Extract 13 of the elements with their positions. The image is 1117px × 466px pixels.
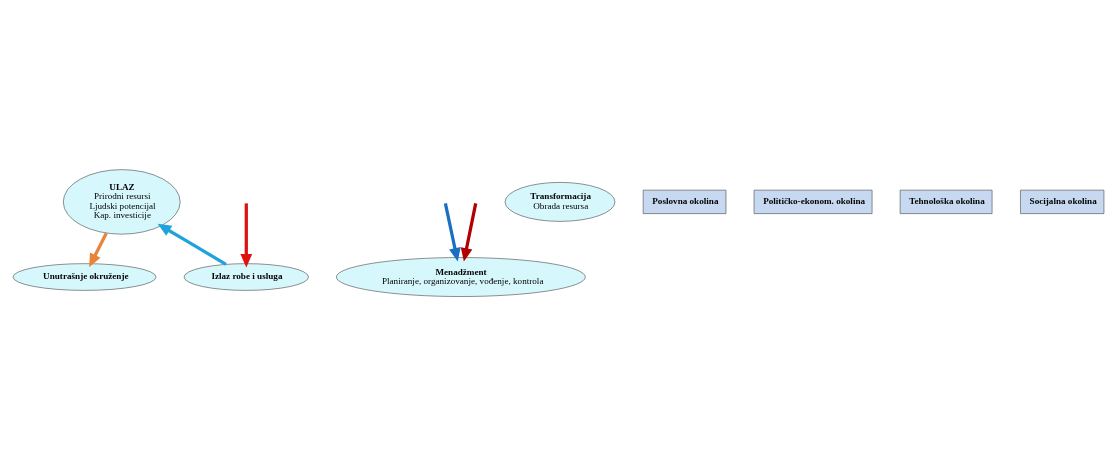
node-ellipse: Unutrašnje okruženje bbox=[12, 263, 157, 291]
arrow bbox=[443, 203, 461, 262]
arrow bbox=[460, 203, 478, 262]
node-box: Socijalna okolina bbox=[1020, 189, 1105, 214]
arrow bbox=[89, 232, 108, 268]
node-box: Političko-ekonom. okolina bbox=[753, 189, 873, 214]
node-ellipse: Izlaz robe i usluga bbox=[183, 263, 309, 291]
node-ellipse: Menadžment Planiranje, organizovanje, vođenje, kontrola bbox=[336, 257, 586, 297]
arrow bbox=[240, 203, 253, 268]
node-ellipse: Transformacija Obrada resursa bbox=[504, 182, 616, 222]
node-box: Tehnološka okolina bbox=[899, 189, 993, 214]
arrow bbox=[157, 223, 227, 266]
node-box: Poslovna okolina bbox=[642, 189, 727, 214]
